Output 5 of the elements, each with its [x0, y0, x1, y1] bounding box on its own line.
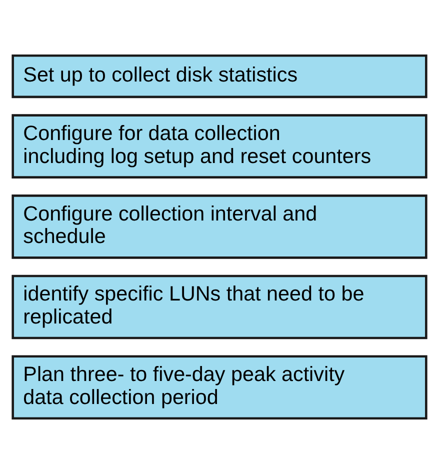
node-box: identify specific LUNs that need to be replicated — [12, 274, 428, 340]
node-box: Set up to collect disk statistics — [12, 54, 428, 98]
node-box: Configure collection interval and schedule — [12, 194, 428, 259]
node-box: Configure for data collection including log setup and reset counters — [12, 114, 428, 178]
node-box: Plan three- to five-day peak activity data collection period — [12, 355, 428, 420]
